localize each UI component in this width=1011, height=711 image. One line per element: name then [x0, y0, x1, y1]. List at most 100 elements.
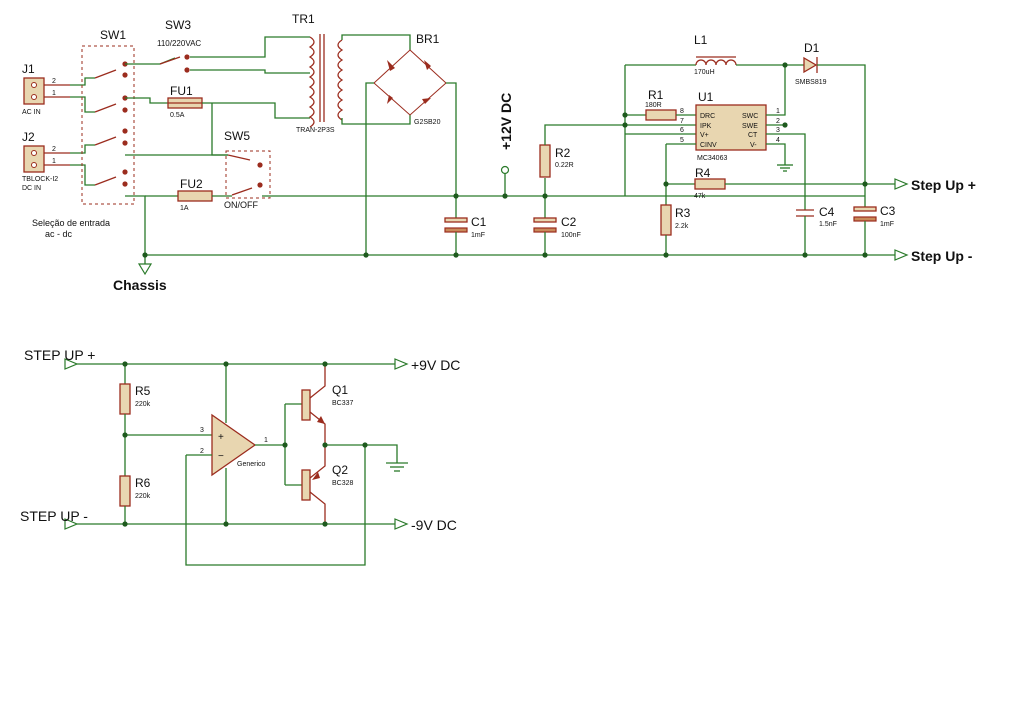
- u1-pnum-7: 7: [680, 118, 684, 125]
- sw1-note1: Seleção de entrada: [32, 218, 110, 228]
- minus9-terminal: [394, 518, 409, 530]
- u1-pin-vminus: V-: [750, 142, 757, 149]
- r4-resistor: [694, 178, 726, 190]
- stepup-minus-label: Step Up -: [911, 248, 973, 264]
- tr1-transformer: [308, 34, 344, 128]
- opamp-value: Generico: [237, 461, 266, 468]
- c2-value: 100nF: [561, 232, 581, 239]
- br1-ref: BR1: [416, 32, 440, 46]
- output-ground-icon: [386, 462, 408, 472]
- j2-value2: DC IN: [22, 185, 41, 192]
- plus9-terminal: [394, 358, 409, 370]
- sw1-box: [81, 45, 135, 205]
- c3-capacitor: [853, 196, 877, 255]
- u1-pin-vplus: V+: [700, 132, 709, 139]
- u1-pnum-8: 8: [680, 108, 684, 115]
- j1-value: AC IN: [22, 109, 41, 116]
- u1-ground-icon: [777, 164, 793, 172]
- u1-value: MC34063: [697, 155, 727, 162]
- sw5-switch: [225, 150, 271, 199]
- u1-pin-cinv: CINV: [700, 142, 717, 149]
- stepup-plus-terminal: [894, 178, 909, 190]
- sw1-contacts: [94, 61, 128, 187]
- fu2-value: 1A: [180, 205, 189, 212]
- u1-pin-ct: CT: [748, 132, 758, 139]
- opamp-pin1: 1: [264, 437, 268, 444]
- c1-capacitor: [444, 196, 468, 255]
- u1-ref: U1: [698, 90, 714, 104]
- q2-transistor: [301, 469, 311, 501]
- l1-inductor: [695, 59, 737, 66]
- r2-resistor: [539, 144, 551, 178]
- d1-diode: [785, 56, 866, 196]
- c2-ref: C2: [561, 215, 577, 229]
- j2-value: TBLOCK-I2: [22, 176, 58, 183]
- sw5-value: ON/OFF: [224, 200, 258, 210]
- u1-pnum-1: 1: [776, 108, 780, 115]
- j1-ref: J1: [22, 62, 35, 76]
- r2-ref: R2: [555, 146, 571, 160]
- stepup-minus-input: [64, 518, 79, 530]
- u1-pin-ipk: IPK: [700, 123, 712, 130]
- j1-pin2: 2: [52, 78, 56, 85]
- r5-ref: R5: [135, 384, 151, 398]
- fu2-ref: FU2: [180, 177, 203, 191]
- chassis-ground-icon: [137, 255, 153, 276]
- r3-ref: R3: [675, 206, 691, 220]
- opamp: [211, 413, 257, 477]
- junctions-top: [142, 62, 868, 258]
- plus9-label: +9V DC: [411, 357, 460, 373]
- r6-value: 220k: [135, 493, 151, 500]
- u1-pin-drc: DRC: [700, 113, 715, 120]
- stepup-plus-label: Step Up +: [911, 177, 976, 193]
- l1-value: 170uH: [694, 69, 715, 76]
- tr1-ref: TR1: [292, 12, 315, 26]
- u1-ic: [695, 104, 767, 151]
- c4-value: 1.5nF: [819, 221, 837, 228]
- r1-resistor: [645, 109, 677, 121]
- tr1-value: TRAN-2P3S: [296, 127, 335, 134]
- u1-pin-swc: SWC: [742, 113, 758, 120]
- c3-value: 1mF: [880, 221, 894, 228]
- stepup-plus-input: [64, 358, 79, 370]
- br1-bridge: [373, 49, 447, 116]
- br1-value: G2SB20: [414, 119, 441, 126]
- sw5-ref: SW5: [224, 129, 250, 143]
- j1-connector: [23, 77, 70, 105]
- r5-value: 220k: [135, 401, 151, 408]
- v12-probe: [500, 165, 510, 175]
- opamp-pin3: 3: [200, 427, 204, 434]
- j2-pin2: 2: [52, 146, 56, 153]
- c4-capacitor: [796, 209, 814, 255]
- u1-pnum-4: 4: [776, 137, 780, 144]
- c1-value: 1mF: [471, 232, 485, 239]
- q1-transistor: [301, 389, 311, 421]
- c1-ref: C1: [471, 215, 487, 229]
- opamp-minus: −: [218, 451, 224, 462]
- r3-value: 2.2k: [675, 223, 689, 230]
- r6-resistor: [119, 475, 131, 507]
- r5-resistor: [119, 383, 131, 415]
- sw3-switch: [159, 54, 190, 73]
- stepup-minus-terminal: [894, 249, 909, 261]
- r1-value: 180R: [645, 102, 662, 109]
- q2-ref: Q2: [332, 463, 348, 477]
- r1-ref: R1: [648, 88, 664, 102]
- q2-value: BC328: [332, 480, 354, 487]
- j1-pin1: 1: [52, 90, 56, 97]
- u1-pnum-6: 6: [680, 127, 684, 134]
- d1-ref: D1: [804, 41, 820, 55]
- q1-ref: Q1: [332, 383, 348, 397]
- r4-ref: R4: [695, 166, 711, 180]
- u1-pin-labels: DRC IPK V+ CINV SWC SWE CT V- 8 7 6 5 1 …: [680, 108, 780, 149]
- stepup-plus-input-label: STEP UP +: [24, 347, 95, 363]
- d1-value: SMBS819: [795, 79, 827, 86]
- sw1-ref: SW1: [100, 28, 126, 42]
- j2-connector: [23, 145, 70, 173]
- r4-value: 47k: [694, 193, 706, 200]
- minus9-label: -9V DC: [411, 517, 457, 533]
- j2-pin1: 1: [52, 158, 56, 165]
- sw1-note2: ac - dc: [45, 229, 73, 239]
- c4-ref: C4: [819, 205, 835, 219]
- l1-ref: L1: [694, 33, 708, 47]
